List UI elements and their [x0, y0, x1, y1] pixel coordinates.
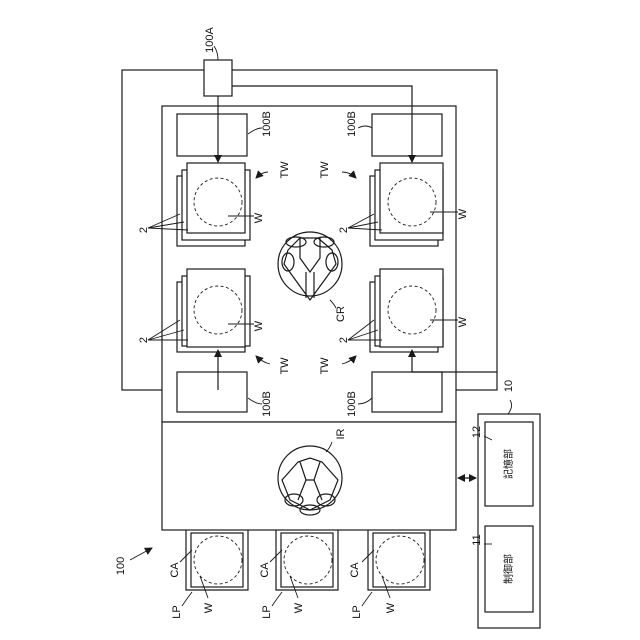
label-100a: 100A: [204, 26, 216, 52]
carrier-left: [186, 530, 248, 590]
label-w-bottom-left: W: [253, 320, 265, 331]
controller-box-100a: [204, 60, 232, 96]
label-100b-bottom-right: 100B: [346, 391, 358, 417]
loading-station: [162, 422, 456, 530]
label-w-bottom-right: W: [457, 316, 469, 327]
label-2-top-left: 2: [138, 227, 150, 233]
control-unit: [478, 414, 540, 628]
label-lp-left: LP: [171, 605, 183, 618]
carrier-right: [368, 530, 430, 590]
fan-unit-top-right: [372, 114, 442, 156]
label-ir: IR: [335, 428, 347, 439]
label-100b-top-right: 100B: [346, 111, 358, 137]
label-tw-bottom-right: TW: [319, 357, 331, 375]
fan-unit-top-left: [177, 114, 247, 156]
label-tw-bottom-left: TW: [279, 357, 291, 375]
label-w-carrier-left: W: [203, 602, 215, 613]
processing-unit-top-right: [370, 163, 443, 246]
system-ref-arrow: [130, 548, 152, 560]
label-tw-top-left: TW: [279, 161, 291, 179]
fan-unit-bottom-left: [177, 372, 247, 412]
label-w-carrier-right: W: [385, 602, 397, 613]
label-lp-middle: LP: [261, 605, 273, 618]
label-2-bottom-left: 2: [138, 337, 150, 343]
label-w-top-right: W: [457, 208, 469, 219]
label-2-top-right: 2: [338, 227, 350, 233]
label-2-bottom-right: 2: [338, 337, 350, 343]
fan-unit-bottom-right: [372, 372, 442, 412]
label-11: 11: [471, 534, 483, 545]
carrier-middle: [276, 530, 338, 590]
label-cr: CR: [335, 306, 347, 322]
label-ca-middle: CA: [259, 562, 271, 578]
label-ca-right: CA: [349, 562, 361, 578]
label-w-top-left: W: [253, 212, 265, 223]
processing-unit-top-left: [177, 163, 250, 246]
label-100b-bottom-left: 100B: [261, 391, 273, 417]
label-12: 12: [471, 426, 483, 438]
label-ca-left: CA: [169, 562, 181, 578]
label-100b-top-left: 100B: [261, 111, 273, 137]
label-w-carrier-middle: W: [293, 602, 305, 613]
label-100: 100: [115, 557, 127, 575]
label-tw-top-right: TW: [319, 161, 331, 179]
label-lp-right: LP: [351, 605, 363, 618]
control-unit-label: 制御部: [502, 554, 515, 584]
storage-unit-label: 記憶部: [502, 449, 515, 479]
label-10: 10: [503, 380, 515, 392]
